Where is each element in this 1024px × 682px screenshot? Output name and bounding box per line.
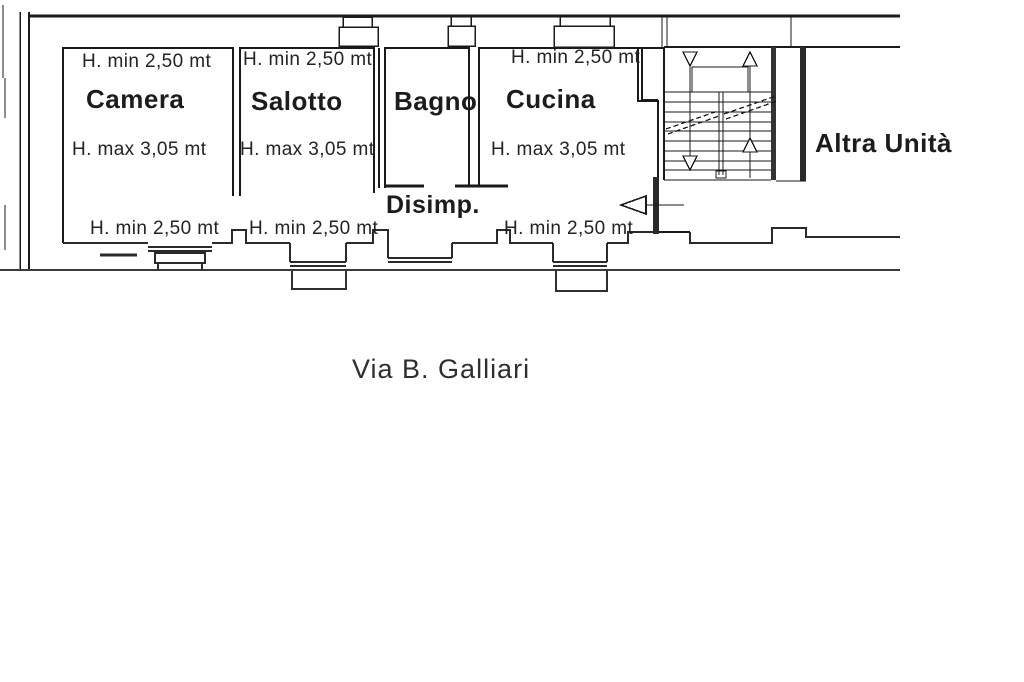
salotto-hmax-label: H. max 3,05 mt — [240, 139, 375, 160]
stair-break-lines — [665, 95, 778, 135]
street-name-label: Via B. Galliari — [352, 354, 531, 384]
cucina-balcony — [554, 271, 609, 293]
stair-treads — [664, 91, 771, 181]
camera-window — [148, 246, 212, 270]
balconies — [290, 271, 609, 293]
cucina-walls — [478, 47, 664, 186]
entrance-left-arrow-icon — [618, 194, 684, 216]
shaft-icon — [447, 15, 476, 47]
camera-hmin-label: H. min 2,50 mt — [82, 51, 212, 72]
stair-right-wall — [771, 47, 776, 180]
salotto-balcony-door — [289, 243, 347, 267]
top-shaft-symbols — [338, 15, 615, 48]
disimpegno-room-label: Disimp. — [386, 191, 480, 219]
altra-unita-left-wall — [800, 47, 806, 181]
camera-hmax-label: H. max 3,05 mt — [72, 139, 207, 160]
bagno-room-label: Bagno — [394, 86, 478, 116]
stair-railing — [715, 92, 727, 179]
property-boundary-broken-line — [2, 5, 6, 250]
south-hmin-label-3: H. min 2,50 mt — [504, 218, 634, 239]
salotto-room-label: Salotto — [251, 86, 343, 116]
south-wall — [63, 227, 900, 270]
camera-walls — [62, 47, 234, 243]
down-direction-arrow-icon — [681, 51, 699, 172]
shaft-icon — [553, 15, 615, 48]
salotto-hmin-label: H. min 2,50 mt — [243, 49, 373, 70]
cucina-hmax-label: H. max 3,05 mt — [491, 139, 626, 160]
disimpegno-window — [387, 243, 453, 263]
staircase — [661, 16, 900, 182]
south-hmin-label-2: H. min 2,50 mt — [249, 218, 379, 239]
altra-unita-label: Altra Unità — [815, 128, 952, 158]
stair-landing — [691, 66, 749, 92]
cucina-balcony-door — [552, 243, 608, 267]
up-direction-arrow-icon — [741, 50, 759, 178]
cucina-room-label: Cucina — [506, 84, 596, 114]
bagno-walls — [378, 47, 508, 188]
salotto-walls — [239, 47, 375, 196]
cucina-hmin-label: H. min 2,50 mt — [511, 47, 641, 68]
camera-room-label: Camera — [86, 84, 185, 114]
shaft-icon — [338, 16, 379, 47]
south-hmin-label-1: H. min 2,50 mt — [90, 218, 220, 239]
salotto-balcony — [290, 271, 348, 291]
